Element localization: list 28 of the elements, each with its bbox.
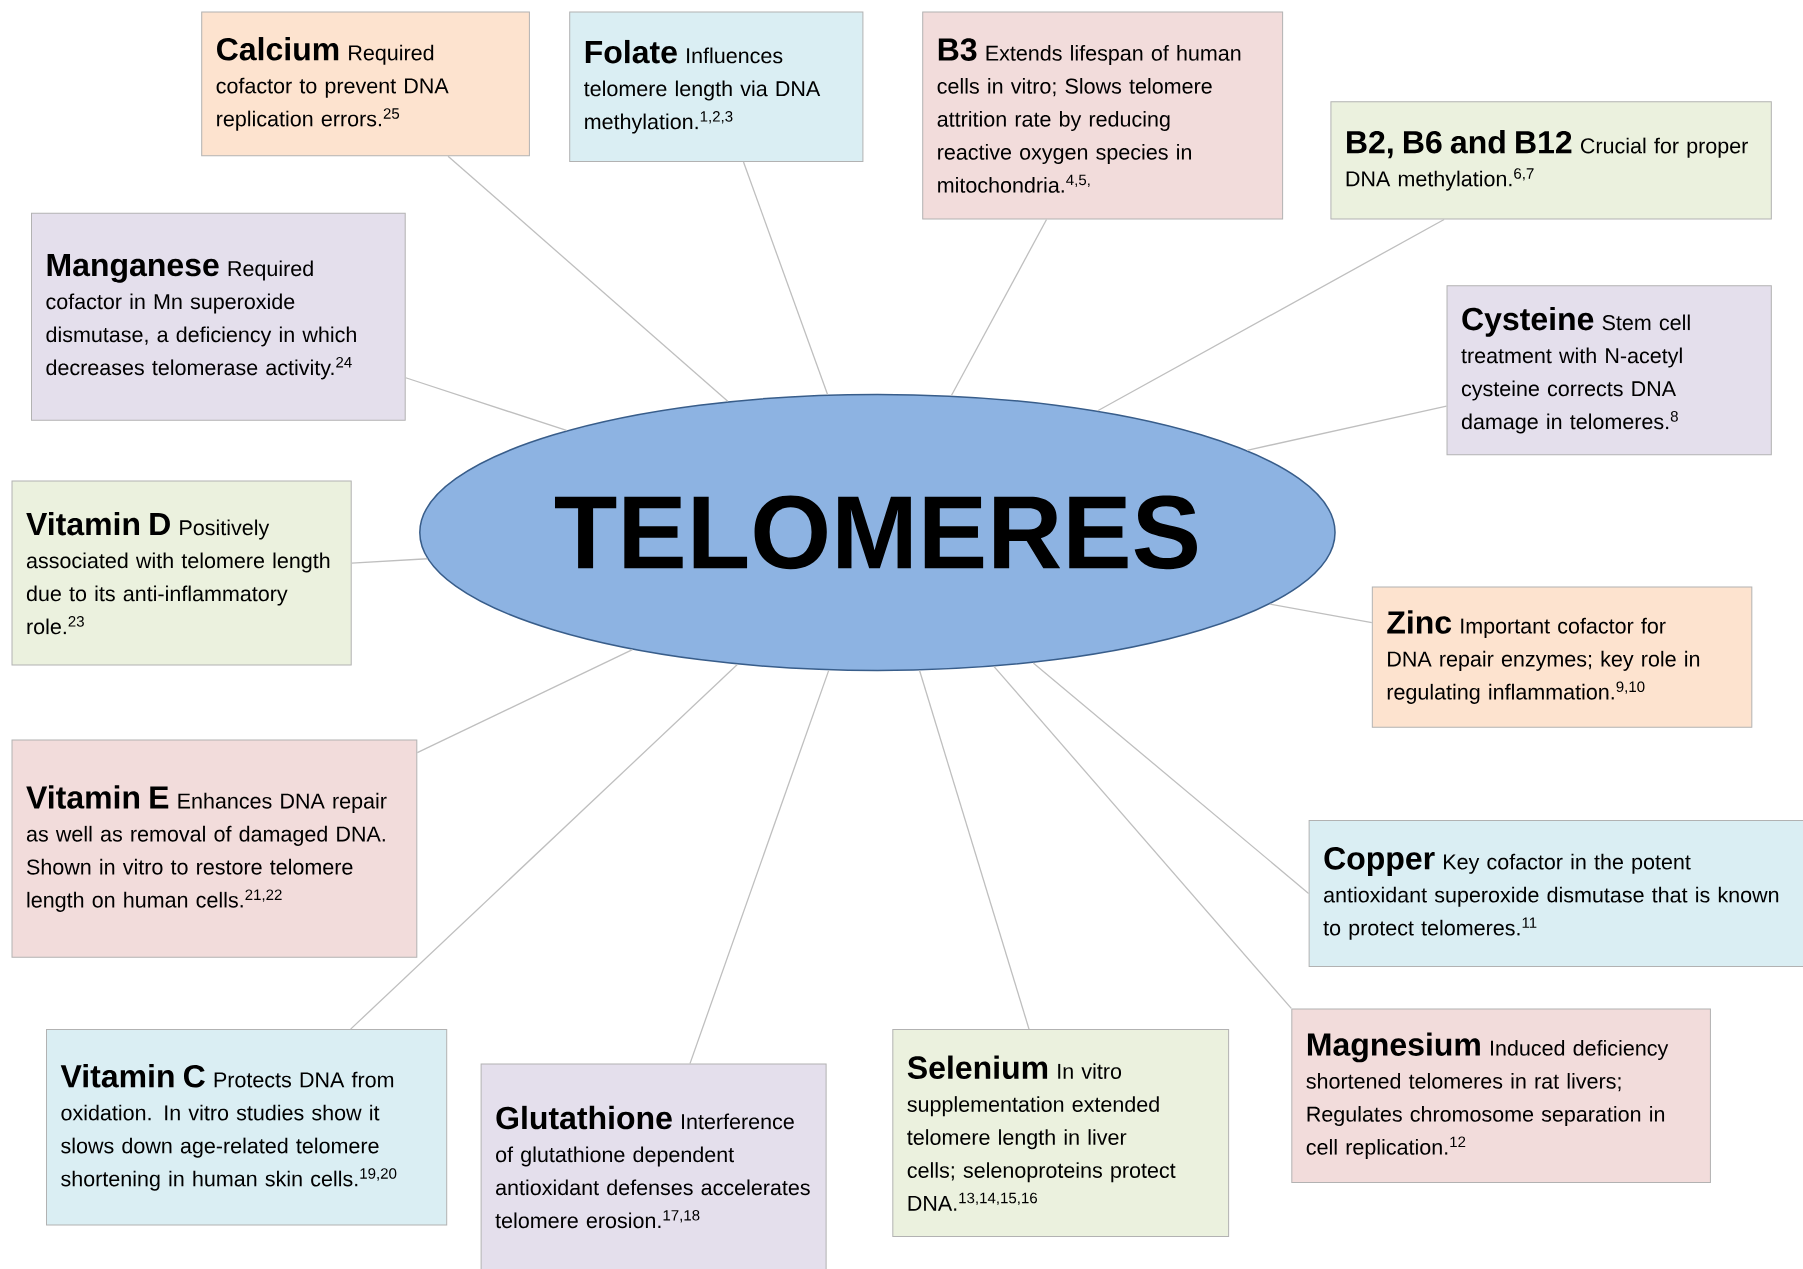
connector-line: [350, 663, 738, 1030]
info-box: Magnesium Induced deficiency shortened telomeres in rat livers; Regulates chromosome separation in cell replication.$^{12}$: [1291, 1008, 1711, 1183]
info-box: Cysteine Stem cell treatment with N-acetyl cysteine corrects DNA damage in telomeres.$^{8}$: [1446, 285, 1772, 456]
connector-line: [351, 558, 429, 564]
connector-line: [993, 665, 1292, 1010]
connector-line: [1246, 405, 1448, 451]
connector-line: [689, 669, 830, 1065]
connector-line: [1097, 218, 1445, 412]
connector-line: [1032, 662, 1310, 895]
info-box: Zinc Important cofactor for DNA repair enzymes; key role in regulating inflammation.$^{9,10}$: [1371, 586, 1753, 728]
info-box: Copper Key cofactor in the potent antioxidant superoxide dismutase that is known to protect telomeres.$^{11}$: [1308, 819, 1803, 967]
info-box: Manganese Required cofactor in Mn superoxide dismutase, a deficiency in which decreases telomerase activity.$^{24}$: [31, 212, 406, 421]
info-box: Folate Influences telomere length via DNA methylation.$^{1,2,3}$: [569, 11, 864, 162]
info-box: B2, B6 and B12 Crucial for proper DNA methylation.$^{6,7}$: [1330, 101, 1772, 220]
connector-line: [405, 377, 568, 432]
info-box: Vitamin D Positively associated with telomere length due to its anti-inflammatory role.$^{23}$: [11, 480, 352, 666]
connector-line: [742, 161, 829, 396]
connector-line: [950, 218, 1048, 397]
info-box: Vitamin C Protects DNA from oxidation. In vitro studies show it slows down age-related telomere shortening in human skin cells.$^{19,20}$: [46, 1029, 448, 1226]
info-box: Selenium In vitro supplementation extended telomere length in liver cells; selenoproteins protect DNA.$^{13,14,15,16}$: [892, 1029, 1230, 1238]
connector-line: [1269, 603, 1373, 624]
info-box: B3 Extends lifespan of human cells in vitro; Slows telomere attrition rate by reducing reactive oxygen species in mitochondria.$^{4,5,}$: [922, 11, 1284, 220]
info-box: Glutathione Interference of glutathione dependent antioxidant defenses accelerates telomere erosion.$^{17,18}$: [480, 1063, 827, 1269]
connector-line: [416, 649, 634, 754]
connector-line: [447, 155, 729, 402]
info-box: Calcium Required cofactor to prevent DNA replication errors.$^{25}$: [201, 11, 530, 157]
info-box: Vitamin E Enhances DNA repair as well as removal of damaged DNA. Shown in vitro to restore telomere length on human cells.$^{21,22}$: [11, 739, 418, 958]
connector-line: [918, 669, 1030, 1030]
